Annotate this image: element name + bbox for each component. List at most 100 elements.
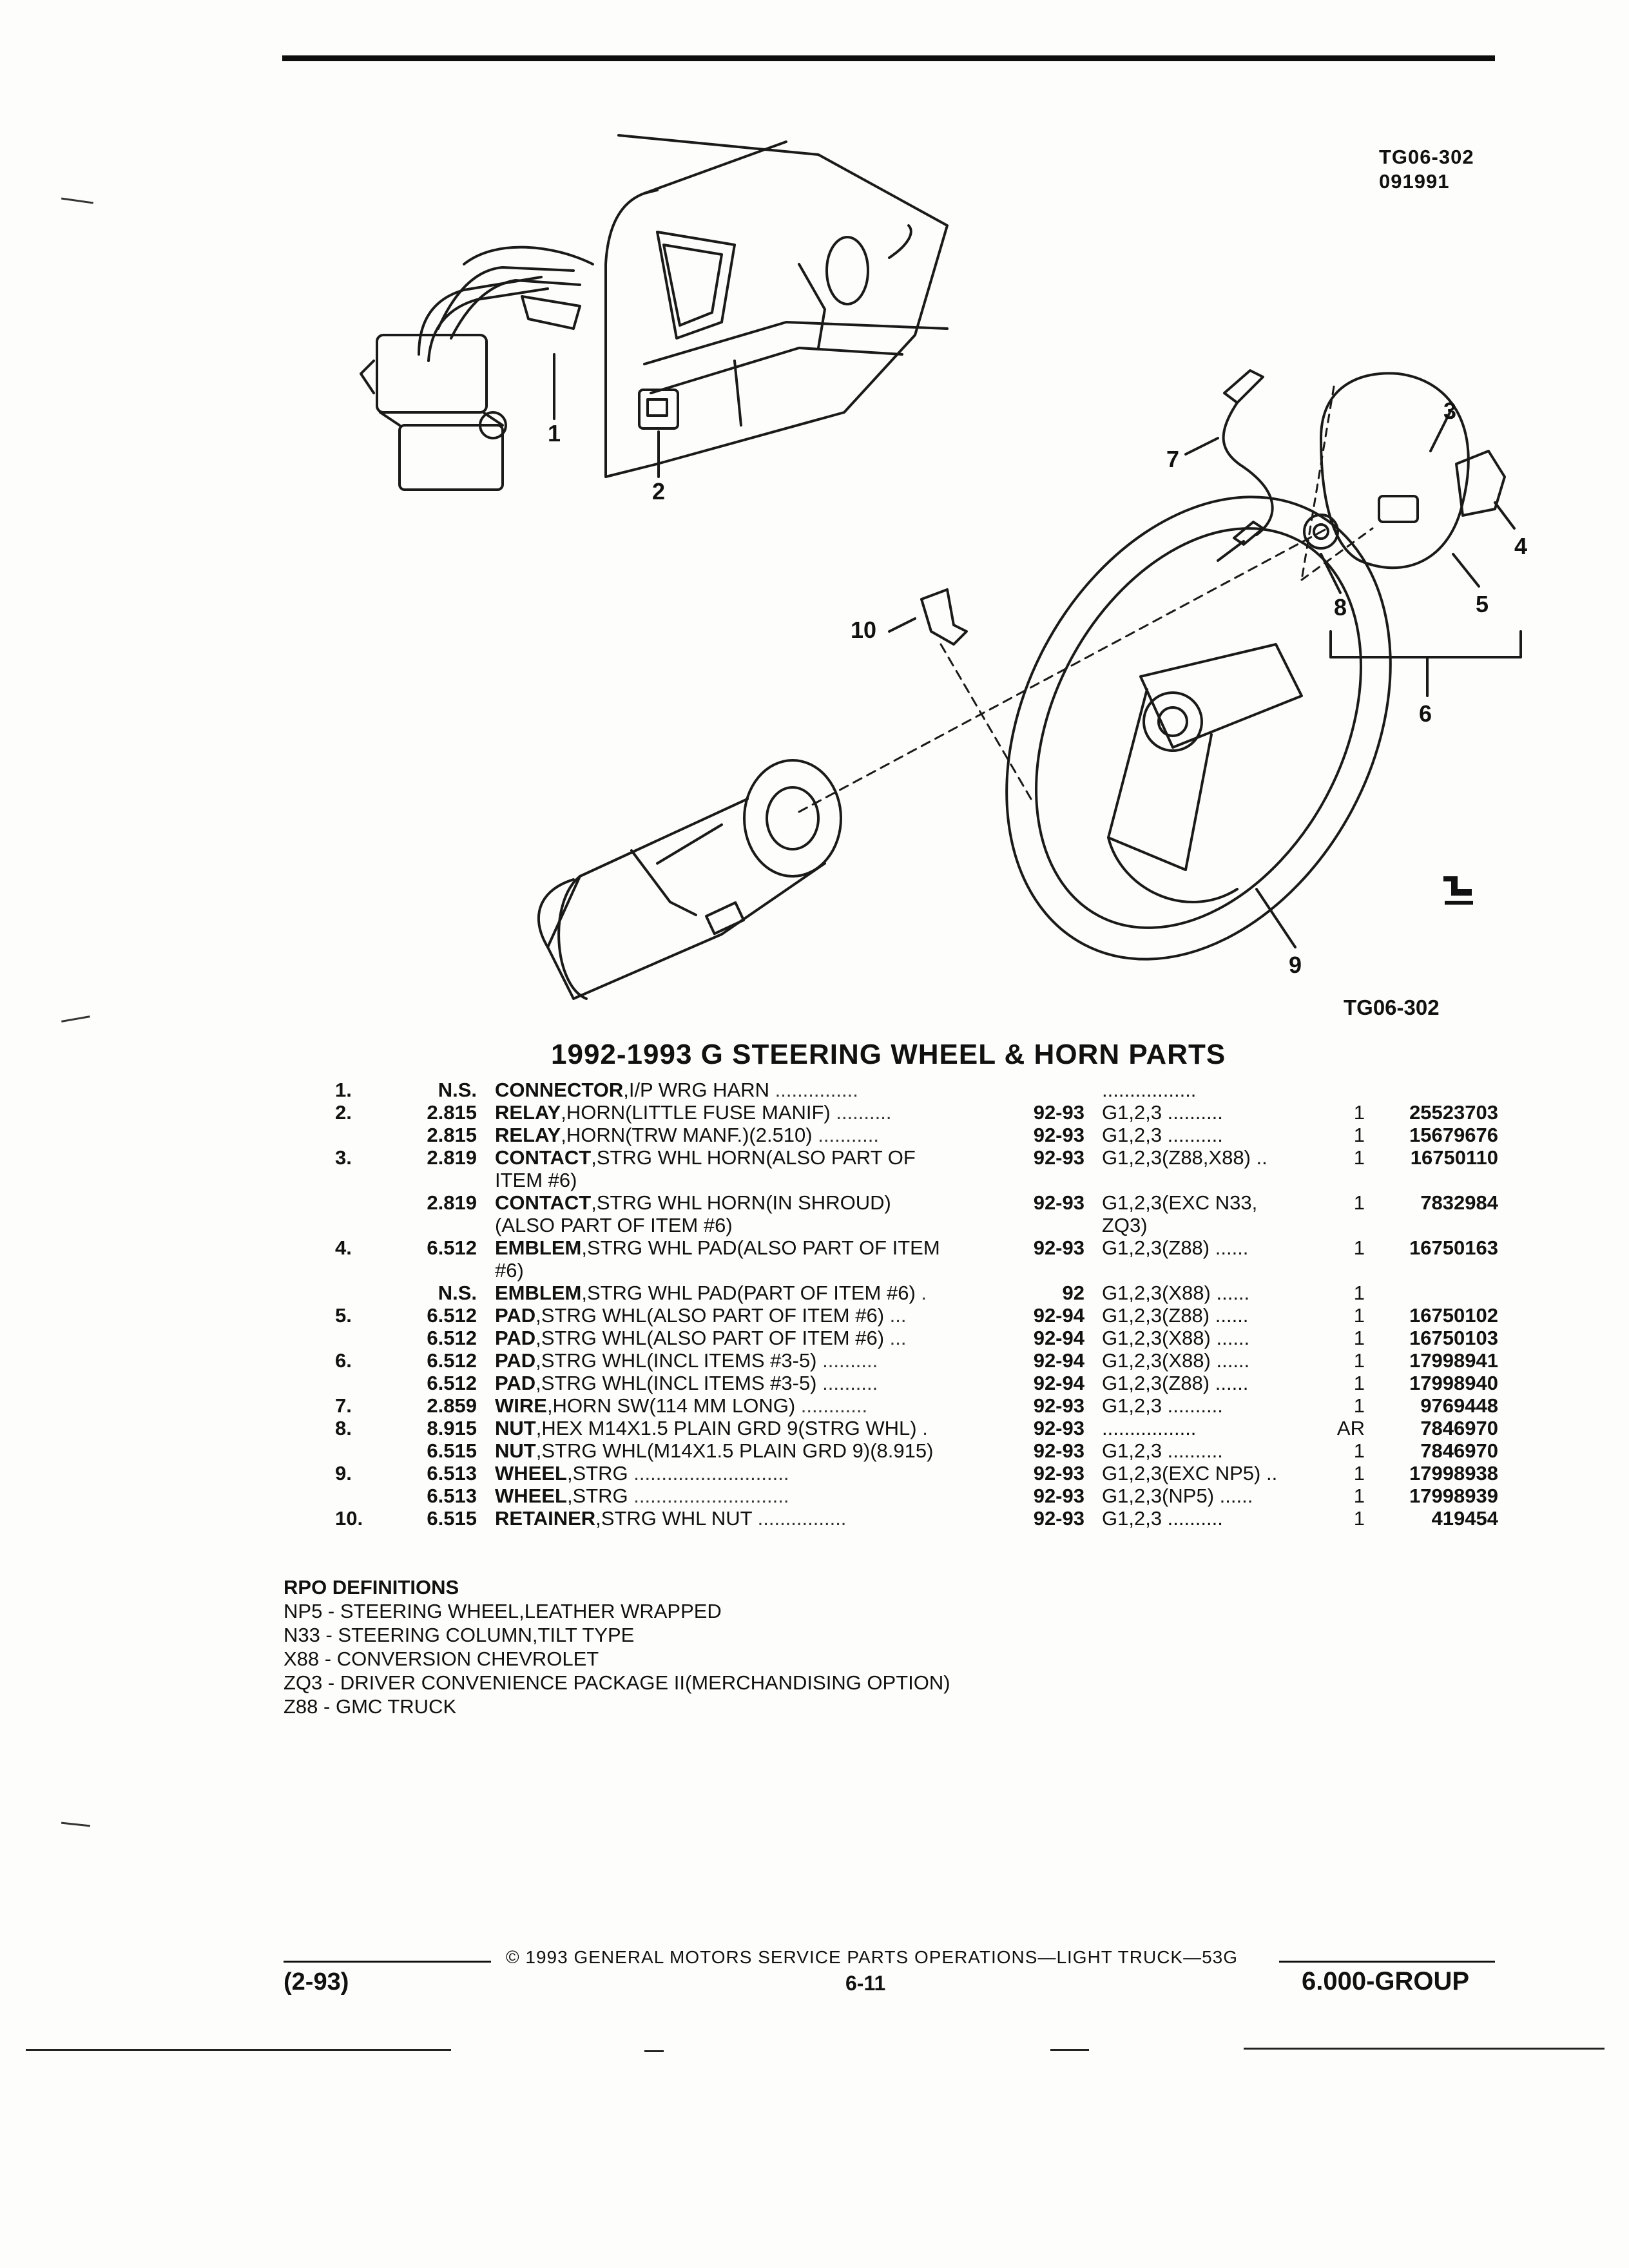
model-years: 92-93 bbox=[1033, 1462, 1084, 1485]
part-name: PAD bbox=[495, 1327, 536, 1349]
part-detail: ,STRG bbox=[566, 1462, 628, 1485]
model-applicability: ................. bbox=[1102, 1417, 1197, 1439]
quantity: 1 bbox=[1353, 1124, 1365, 1146]
model-applicability: G1,2,3 .......... bbox=[1102, 1101, 1223, 1124]
leader-dots: ............ bbox=[795, 1394, 868, 1417]
leader-9 bbox=[1255, 888, 1296, 948]
callout-4: 4 bbox=[1514, 533, 1527, 559]
model-years: 92-94 bbox=[1033, 1327, 1084, 1349]
model-years: 92-94 bbox=[1033, 1349, 1084, 1372]
group-code: 6.512 bbox=[427, 1349, 477, 1372]
part-detail: ,STRG WHL PAD(PART OF ITEM #6) bbox=[581, 1282, 916, 1304]
quantity: 1 bbox=[1353, 1485, 1365, 1507]
leader-10 bbox=[888, 617, 916, 633]
part-description: CONTACT,STRG WHL HORN(ALSO PART OF bbox=[495, 1146, 1010, 1169]
rpo-line: NP5 - STEERING WHEEL,LEATHER WRAPPED bbox=[284, 1600, 722, 1622]
callout-5: 5 bbox=[1476, 591, 1489, 617]
model-applicability: ................. bbox=[1102, 1079, 1197, 1101]
part-name: RELAY bbox=[495, 1101, 561, 1124]
quantity: 1 bbox=[1353, 1282, 1365, 1304]
part-detail: ,STRG bbox=[566, 1485, 628, 1507]
part-detail: ,STRG WHL NUT bbox=[595, 1507, 752, 1530]
group-code: 6.513 bbox=[427, 1462, 477, 1485]
model-applicability: G1,2,3(X88) ...... bbox=[1102, 1327, 1250, 1349]
part-detail: (ALSO PART OF ITEM #6) bbox=[495, 1214, 733, 1236]
group-code: 6.512 bbox=[427, 1372, 477, 1394]
part-detail: ,HORN(LITTLE FUSE MANIF) bbox=[561, 1101, 831, 1124]
group-code: 6.515 bbox=[427, 1507, 477, 1530]
part-detail: ,STRG WHL(INCL ITEMS #3-5) bbox=[535, 1349, 817, 1372]
part-number: 16750110 bbox=[1410, 1146, 1498, 1169]
quantity: 1 bbox=[1353, 1304, 1365, 1327]
model-applicability: G1,2,3(Z88) ...... bbox=[1102, 1304, 1249, 1327]
part-name: PAD bbox=[495, 1304, 536, 1327]
parts-list: 1.N.S..................CONNECTOR,I/P WRG… bbox=[0, 1079, 1629, 1530]
group-code: 8.915 bbox=[427, 1417, 477, 1439]
callout-6: 6 bbox=[1419, 700, 1432, 727]
steering-wheel-drawing bbox=[1005, 495, 1392, 961]
part-number: 17998941 bbox=[1409, 1349, 1498, 1372]
quantity: 1 bbox=[1353, 1101, 1365, 1124]
callout-8: 8 bbox=[1334, 594, 1347, 620]
part-detail: #6) bbox=[495, 1259, 524, 1282]
pad-assembly-drawing bbox=[1300, 372, 1522, 697]
footer-group: 6.000-GROUP bbox=[1302, 1967, 1470, 1995]
quantity: 1 bbox=[1353, 1372, 1365, 1394]
part-detail: ITEM #6) bbox=[495, 1169, 577, 1191]
model-years: 92 bbox=[1062, 1282, 1084, 1304]
model-applicability: G1,2,3 .......... bbox=[1102, 1507, 1223, 1530]
part-detail: ,STRG WHL(ALSO PART OF ITEM #6) bbox=[535, 1304, 885, 1327]
quantity: 1 bbox=[1353, 1394, 1365, 1417]
part-name: WHEEL bbox=[495, 1462, 567, 1485]
rpo-title: RPO DEFINITIONS bbox=[284, 1576, 459, 1599]
part-detail: ,HORN(TRW MANF.)(2.510) bbox=[561, 1124, 813, 1146]
part-description: EMBLEM,STRG WHL PAD(PART OF ITEM #6) . bbox=[495, 1282, 1010, 1304]
parts-row: ITEM #6) bbox=[0, 1169, 1629, 1191]
part-description: NUT,HEX M14X1.5 PLAIN GRD 9(STRG WHL) . bbox=[495, 1417, 1010, 1439]
part-number: 17998940 bbox=[1409, 1372, 1498, 1394]
rpo-line: X88 - CONVERSION CHEVROLET bbox=[284, 1648, 599, 1670]
item-number: 6. bbox=[335, 1349, 352, 1372]
part-description: NUT,STRG WHL(M14X1.5 PLAIN GRD 9)(8.915) bbox=[495, 1439, 1010, 1462]
footer-page-number: 6-11 bbox=[845, 1972, 886, 1995]
model-years: 92-93 bbox=[1033, 1191, 1084, 1214]
part-name: RELAY bbox=[495, 1124, 561, 1146]
part-name: NUT bbox=[495, 1439, 536, 1462]
group-code: 6.513 bbox=[427, 1485, 477, 1507]
part-number: 16750103 bbox=[1409, 1327, 1498, 1349]
rpo-definitions: RPO DEFINITIONS NP5 - STEERING WHEEL,LEA… bbox=[284, 1575, 950, 1718]
part-description: PAD,STRG WHL(INCL ITEMS #3-5) .......... bbox=[495, 1349, 1010, 1372]
scan-edge-mark bbox=[644, 2050, 664, 2052]
quantity: 1 bbox=[1353, 1146, 1365, 1169]
exploded-view-diagram: 1 2 3 4 5 6 7 8 9 10 bbox=[360, 134, 1527, 1000]
model-applicability: G1,2,3 .......... bbox=[1102, 1124, 1223, 1146]
item-number: 10. bbox=[335, 1507, 363, 1530]
part-number: 7832984 bbox=[1420, 1191, 1498, 1214]
publisher-logo-icon bbox=[1443, 876, 1473, 905]
nut-drawing bbox=[1303, 514, 1339, 550]
figure-id: TG06-302 bbox=[1344, 995, 1440, 1019]
part-description: PAD,STRG WHL(ALSO PART OF ITEM #6) ... bbox=[495, 1304, 1010, 1327]
parts-row: 1.N.S..................CONNECTOR,I/P WRG… bbox=[0, 1079, 1629, 1101]
leader-dots: ............... bbox=[769, 1079, 858, 1101]
part-name: EMBLEM bbox=[495, 1282, 582, 1304]
group-code: 2.819 bbox=[427, 1146, 477, 1169]
part-detail: ,STRG WHL PAD(ALSO PART OF ITEM bbox=[581, 1236, 940, 1259]
part-detail: ,STRG WHL HORN(IN SHROUD) bbox=[591, 1191, 891, 1214]
leader-7 bbox=[1184, 437, 1219, 456]
retainer-drawing bbox=[920, 588, 968, 646]
callout-3: 3 bbox=[1443, 398, 1456, 424]
scan-edge-mark bbox=[1050, 2049, 1089, 2051]
leader-dots: ................ bbox=[752, 1507, 847, 1530]
drawing-id-date: 091991 bbox=[1379, 170, 1450, 193]
item-number: 5. bbox=[335, 1304, 352, 1327]
part-number: 16750102 bbox=[1409, 1304, 1498, 1327]
part-description: RETAINER,STRG WHL NUT ................ bbox=[495, 1507, 1010, 1530]
group-code: 2.815 bbox=[427, 1101, 477, 1124]
